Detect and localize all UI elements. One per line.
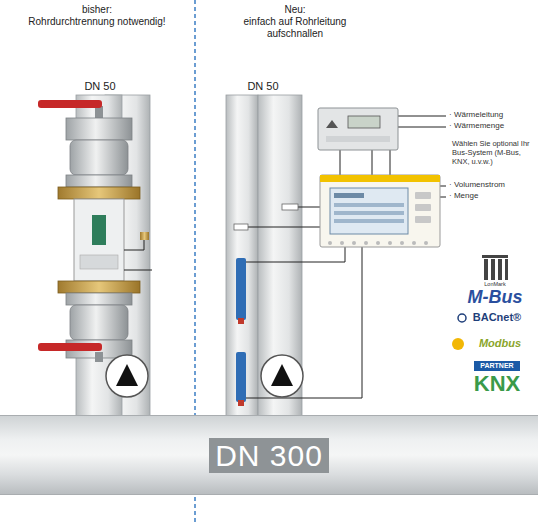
logo-text: PARTNER [480, 362, 513, 369]
logo-text: KNX [474, 371, 520, 397]
logo-text: LonMark [484, 281, 505, 288]
output-item: · Menge [449, 191, 478, 201]
header-note: Rohrdurchtrennung notwendig! [28, 16, 165, 28]
header-note: bisher: [82, 4, 112, 16]
logo-text: Modbus [479, 337, 521, 350]
pipe-label: DN 300 [209, 438, 329, 473]
output-item: · Wärmemenge [449, 121, 504, 131]
old-installation [38, 95, 152, 420]
header-note: Neu: [284, 4, 305, 16]
main-pipe-band: DN 300 [0, 415, 538, 495]
logo-text: BACnet® [473, 311, 521, 324]
output-item: · Volumenstrom [449, 180, 505, 190]
pipe-size: DN 50 [247, 80, 278, 93]
output-item: · Wärmeleitung [449, 110, 503, 120]
header-note: einfach auf Rohrleitung aufschnallen [234, 16, 356, 40]
logo-text: M-Bus [468, 287, 523, 309]
bus-note: Wählen Sie optional Ihr Bus-System (M-Bu… [452, 139, 534, 166]
new-installation [226, 95, 446, 420]
pipe-size: DN 50 [84, 80, 115, 93]
